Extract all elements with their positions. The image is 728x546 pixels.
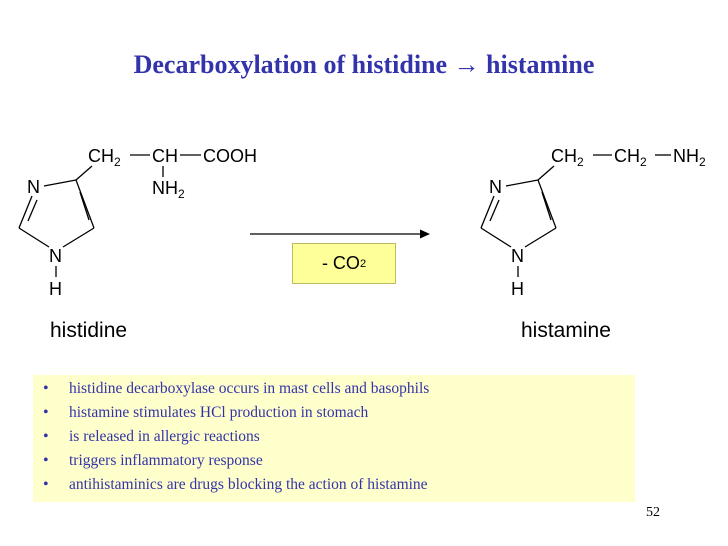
- slide-title: Decarboxylation of histidine → histamine: [133, 50, 595, 79]
- histidine-ch-label: CH: [152, 146, 178, 166]
- histidine-ring-double-bond: [79, 191, 90, 221]
- histidine-ring-bond: [43, 179, 77, 187]
- histidine-cooh-label: COOH: [203, 146, 257, 166]
- list-item: histidine decarboxylase occurs in mast c…: [43, 377, 635, 401]
- histamine-ring-n-bottom: N: [511, 246, 524, 266]
- histamine-ring-h: H: [511, 279, 524, 299]
- histamine-ring-bond: [480, 195, 495, 229]
- histamine-ring-bond: [505, 179, 539, 187]
- page-number: 52: [646, 505, 660, 520]
- notes-list: histidine decarboxylase occurs in mast c…: [43, 377, 635, 497]
- list-item: is released in allergic reactions: [43, 425, 635, 449]
- reagent-label: - CO: [321, 253, 360, 273]
- list-item: histamine stimulates HCl production in s…: [43, 401, 635, 425]
- histidine-ch2-label: CH2: [88, 146, 121, 169]
- histidine-ring-bond: [18, 195, 33, 229]
- histidine-bond-ring-ch2: [75, 165, 93, 181]
- list-item: antihistaminics are drugs blocking the a…: [43, 473, 635, 497]
- histamine-ring-n-top: N: [489, 177, 502, 197]
- histamine-bond-ring-ch2: [537, 165, 555, 181]
- reaction-arrow: [250, 229, 430, 239]
- histidine-name: histidine: [50, 319, 128, 342]
- histamine-ch2-label: CH2: [614, 146, 647, 169]
- histamine-structure: CH2 CH2 NH2 N N H: [480, 146, 706, 299]
- histidine-ring-bond: [75, 179, 95, 229]
- histamine-ring-double-bond: [541, 191, 552, 221]
- histamine-name: histamine: [521, 319, 611, 342]
- histamine-nh2-label: NH2: [673, 146, 706, 169]
- histamine-ring-bond: [524, 227, 557, 248]
- histidine-structure: CH2 CH COOH NH2 N N H: [18, 146, 257, 299]
- list-item: triggers inflammatory response: [43, 449, 635, 473]
- histidine-ring-n-bottom: N: [49, 246, 62, 266]
- histidine-ring-bond: [62, 227, 95, 248]
- histamine-ring-bond: [480, 227, 512, 248]
- notes-box: histidine decarboxylase occurs in mast c…: [33, 375, 635, 502]
- histidine-ring-n-top: N: [27, 177, 40, 197]
- histidine-ring-h: H: [49, 279, 62, 299]
- reagent-subscript: 2: [359, 257, 367, 270]
- histidine-ring-double-bond: [27, 199, 38, 222]
- histamine-ring-bond: [537, 179, 557, 229]
- histamine-ring-double-bond: [489, 199, 500, 222]
- histidine-ring-bond: [18, 227, 50, 248]
- histamine-ch2-label: CH2: [551, 146, 584, 169]
- histidine-nh2-label: NH2: [152, 178, 185, 201]
